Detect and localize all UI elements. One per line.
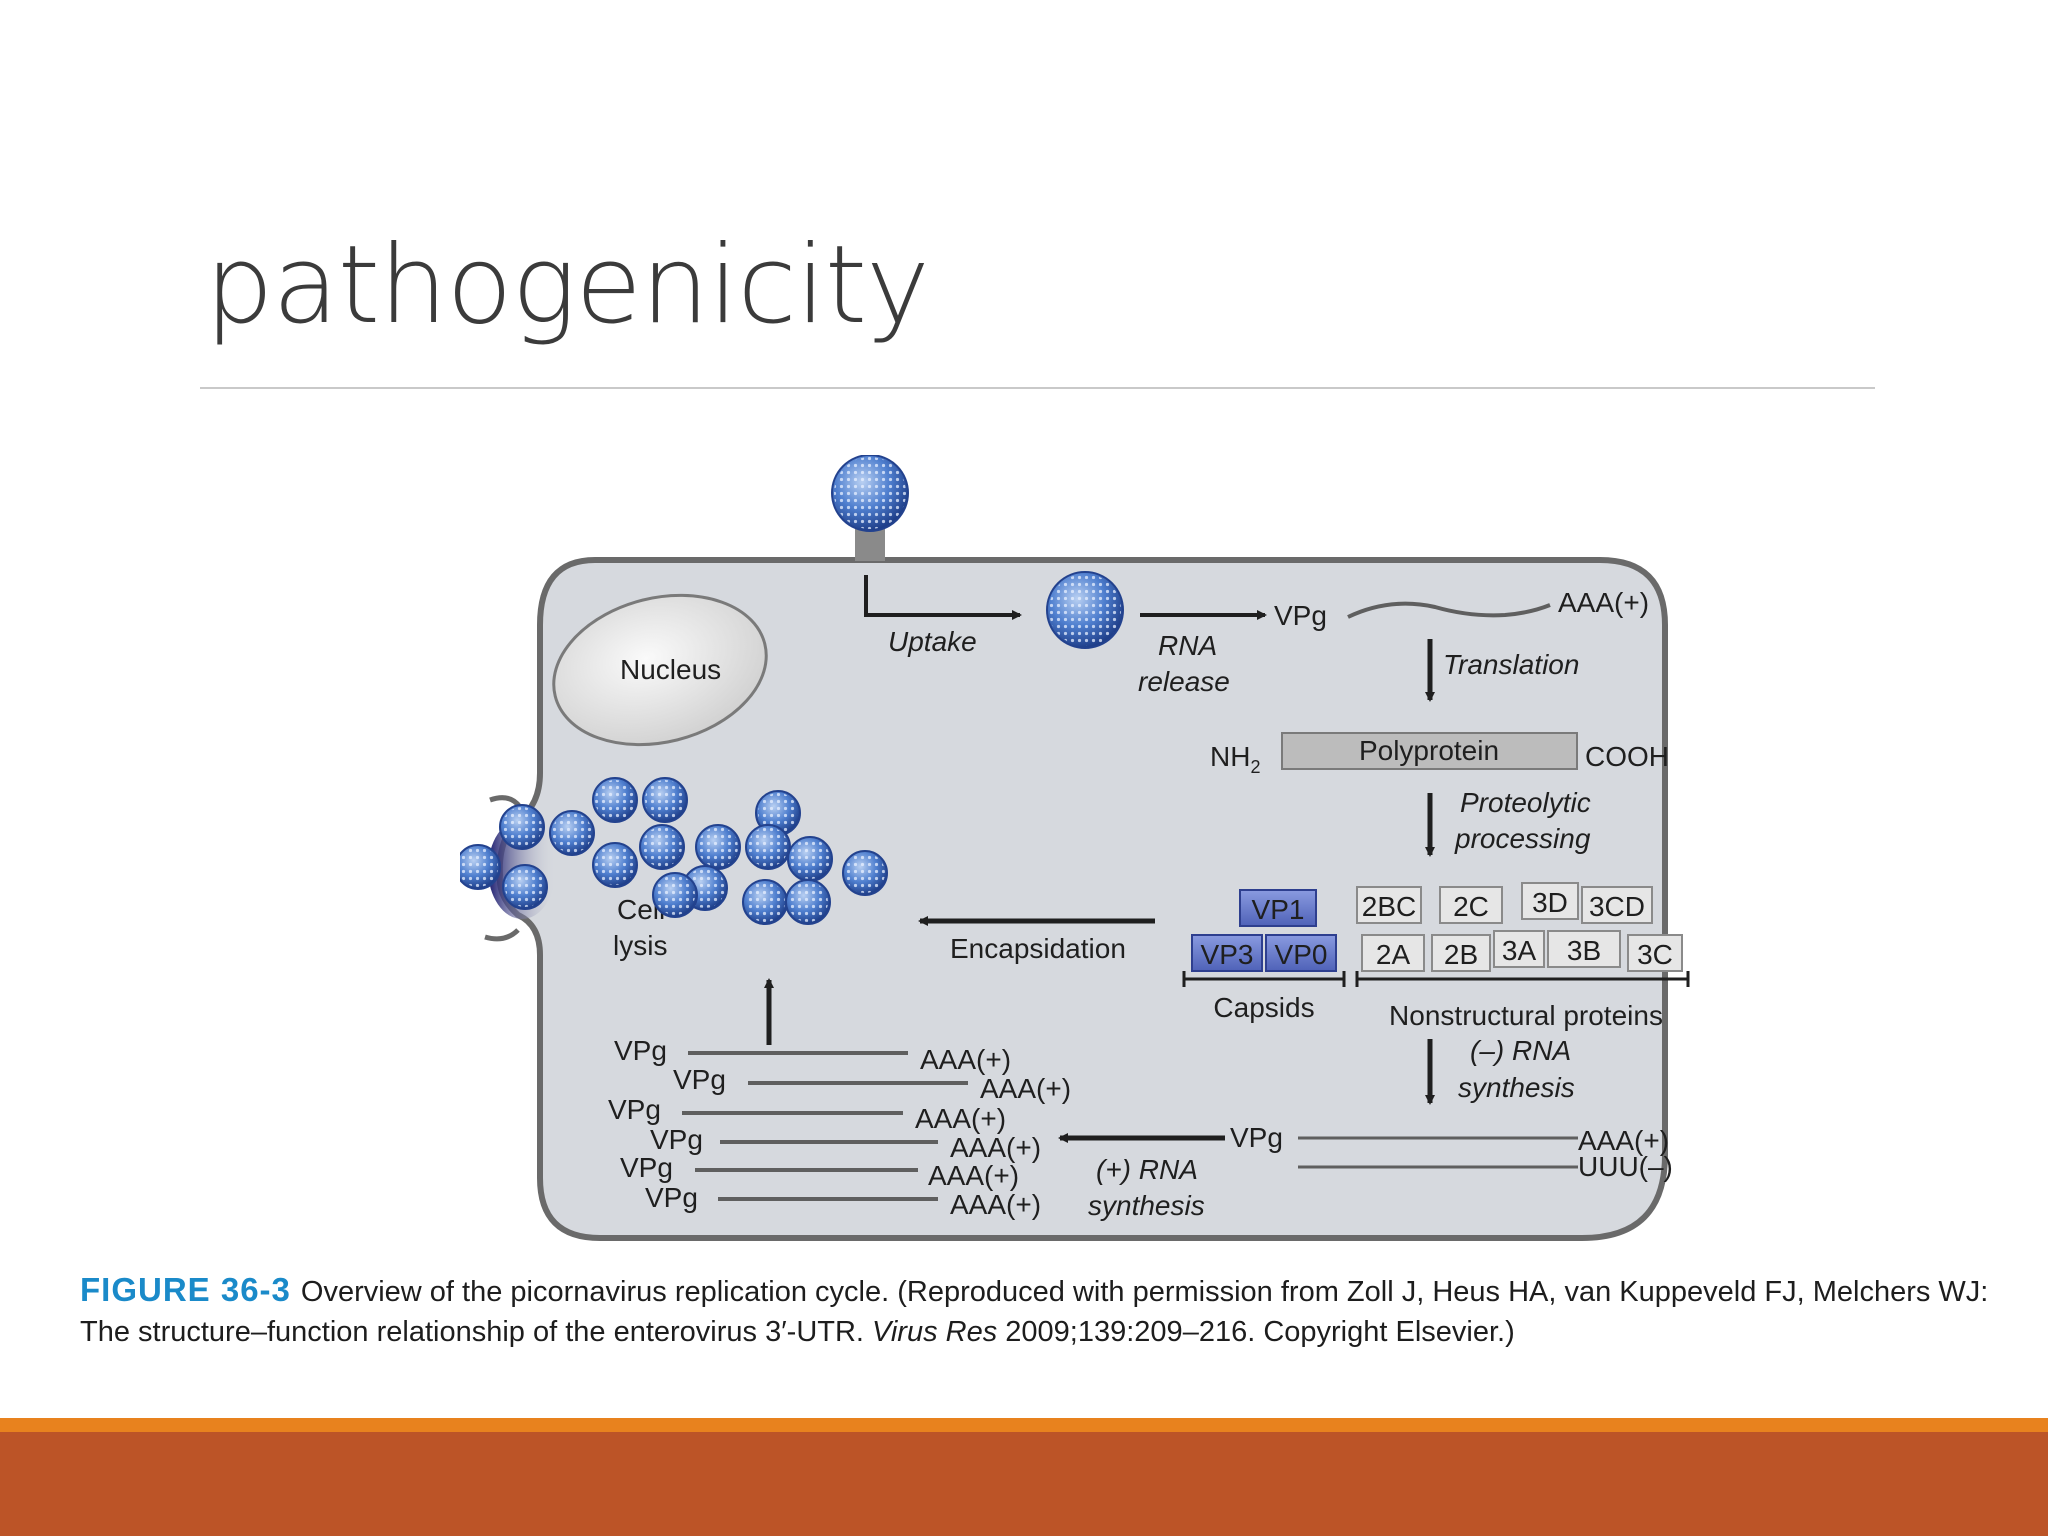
replication-cycle-diagram: Nucleus Uptake RNA release VPg AAA(+) Tr… (460, 455, 1690, 1241)
vp3-label: VP3 (1201, 939, 1254, 970)
copy-4-aaa: AAA(+) (950, 1132, 1041, 1163)
nucleus-label: Nucleus (620, 654, 721, 685)
ns-2a-label: 2A (1376, 939, 1411, 970)
vp1-box (1239, 889, 1317, 927)
polyprotein-label: Polyprotein (1359, 735, 1499, 766)
virion-icon (642, 777, 688, 823)
virion-icon (787, 836, 833, 882)
genome-vpg-label: VPg (1274, 600, 1327, 631)
virions-group (460, 455, 1124, 925)
encapsidation-label: Encapsidation (950, 933, 1126, 964)
ds-aaa-label: AAA(+) (1578, 1125, 1669, 1156)
footer-accent-strip (0, 1418, 2048, 1432)
ns-2c-label: 2C (1453, 891, 1489, 922)
ns-2a-box (1361, 934, 1425, 972)
rna-release-label-2: release (1138, 666, 1230, 697)
vp0-box (1265, 934, 1337, 972)
virion-icon (639, 824, 685, 870)
copy-6-aaa: AAA(+) (950, 1189, 1041, 1220)
genome-rna-strand (1347, 601, 1551, 619)
virion-icon (831, 455, 909, 532)
cell-lysis-label-2: lysis (613, 930, 667, 961)
virion-icon (842, 850, 888, 896)
ns-2c-box (1439, 886, 1503, 924)
vp3-box (1191, 934, 1263, 972)
copy-2-vpg: VPg (673, 1064, 726, 1095)
uptake-arrow (864, 575, 1022, 620)
ns-3b-label: 3B (1567, 935, 1601, 966)
ns-2b-label: 2B (1444, 939, 1478, 970)
plus-rna-label-2: synthesis (1088, 1190, 1205, 1221)
slide-title: pathogenicity (205, 223, 930, 348)
virion-icon (1046, 571, 1124, 649)
virion-icon (695, 824, 741, 870)
copy-5-aaa: AAA(+) (928, 1160, 1019, 1191)
virion-icon (549, 810, 595, 856)
cooh-label: COOH (1585, 741, 1669, 772)
virion-icon (755, 790, 801, 836)
genome-aaa-label: AAA(+) (1558, 587, 1649, 618)
caption-journal: Virus Res (872, 1316, 998, 1348)
nonstructural-proteins: 2BC 2C 3D 3CD 2A 2B 3A 3B 3C (1356, 882, 1683, 972)
copy-4-vpg: VPg (650, 1124, 703, 1155)
ns-3cd-label: 3CD (1589, 891, 1645, 922)
capsids-bracket (1182, 971, 1346, 987)
ns-2bc-box (1356, 886, 1422, 924)
virion-icon (785, 879, 831, 925)
copy-1-aaa: AAA(+) (920, 1044, 1011, 1075)
virion-icon (592, 777, 638, 823)
capsids-label: Capsids (1213, 992, 1314, 1023)
nucleus-icon (552, 593, 768, 747)
virion-icon (742, 879, 788, 925)
copy-5-vpg: VPg (620, 1152, 673, 1183)
ns-3b-box (1547, 930, 1621, 968)
copy-1-vpg: VPg (614, 1035, 667, 1066)
figure-label: FIGURE 36-3 (80, 1271, 291, 1308)
caption-text: Overview of the picornavirus replication… (80, 1276, 1989, 1348)
nonstructural-bracket (1355, 971, 1690, 987)
vp0-label: VP0 (1275, 939, 1328, 970)
nonstructural-label: Nonstructural proteins (1389, 1000, 1663, 1031)
footer-bar (0, 1432, 2048, 1536)
vp1-label: VP1 (1252, 894, 1305, 925)
copy-6-vpg: VPg (645, 1182, 698, 1213)
virion-icon (592, 842, 638, 888)
virion-icon (652, 872, 698, 918)
proteolytic-label-2: processing (1454, 823, 1591, 854)
ds-uuu-label: UUU(–) (1578, 1151, 1673, 1182)
cell-membrane (496, 557, 1668, 1241)
title-divider (200, 387, 1875, 389)
ns-3a-label: 3A (1502, 935, 1537, 966)
minus-rna-label-1: (–) RNA (1470, 1035, 1571, 1066)
capsid-proteins: VP1 VP3 VP0 (1191, 889, 1337, 972)
uptake-label: Uptake (888, 626, 977, 657)
virion-icon (499, 804, 545, 850)
nh2-label: NH2 (1210, 741, 1260, 777)
translation-label: Translation (1443, 649, 1579, 680)
virion-icon (502, 864, 548, 910)
ns-3d-box (1521, 882, 1579, 920)
ns-3c-label: 3C (1637, 939, 1673, 970)
minus-rna-label-2: synthesis (1458, 1072, 1575, 1103)
virion-icon (460, 844, 501, 890)
ns-3cd-box (1581, 886, 1653, 924)
ns-2bc-label: 2BC (1362, 891, 1416, 922)
copy-3-aaa: AAA(+) (915, 1103, 1006, 1134)
ns-3a-box (1493, 930, 1545, 968)
rna-release-label-1: RNA (1158, 630, 1217, 661)
polyprotein-bar (1281, 732, 1578, 770)
copy-2-aaa: AAA(+) (980, 1073, 1071, 1104)
virion-icon (745, 824, 791, 870)
plus-rna-label-1: (+) RNA (1096, 1154, 1198, 1185)
caption-citation: 2009;139:209–216. Copyright Elsevier.) (997, 1316, 1515, 1348)
ns-3d-label: 3D (1532, 887, 1568, 918)
ns-3c-box (1627, 934, 1683, 972)
copy-3-vpg: VPg (608, 1094, 661, 1125)
proteolytic-label-1: Proteolytic (1460, 787, 1591, 818)
ds-vpg-label: VPg (1230, 1122, 1283, 1153)
plus-strand-copies: VPg AAA(+) VPg AAA(+) VPg AAA(+) VPg AAA… (608, 1035, 1071, 1220)
ns-2b-box (1431, 934, 1491, 972)
